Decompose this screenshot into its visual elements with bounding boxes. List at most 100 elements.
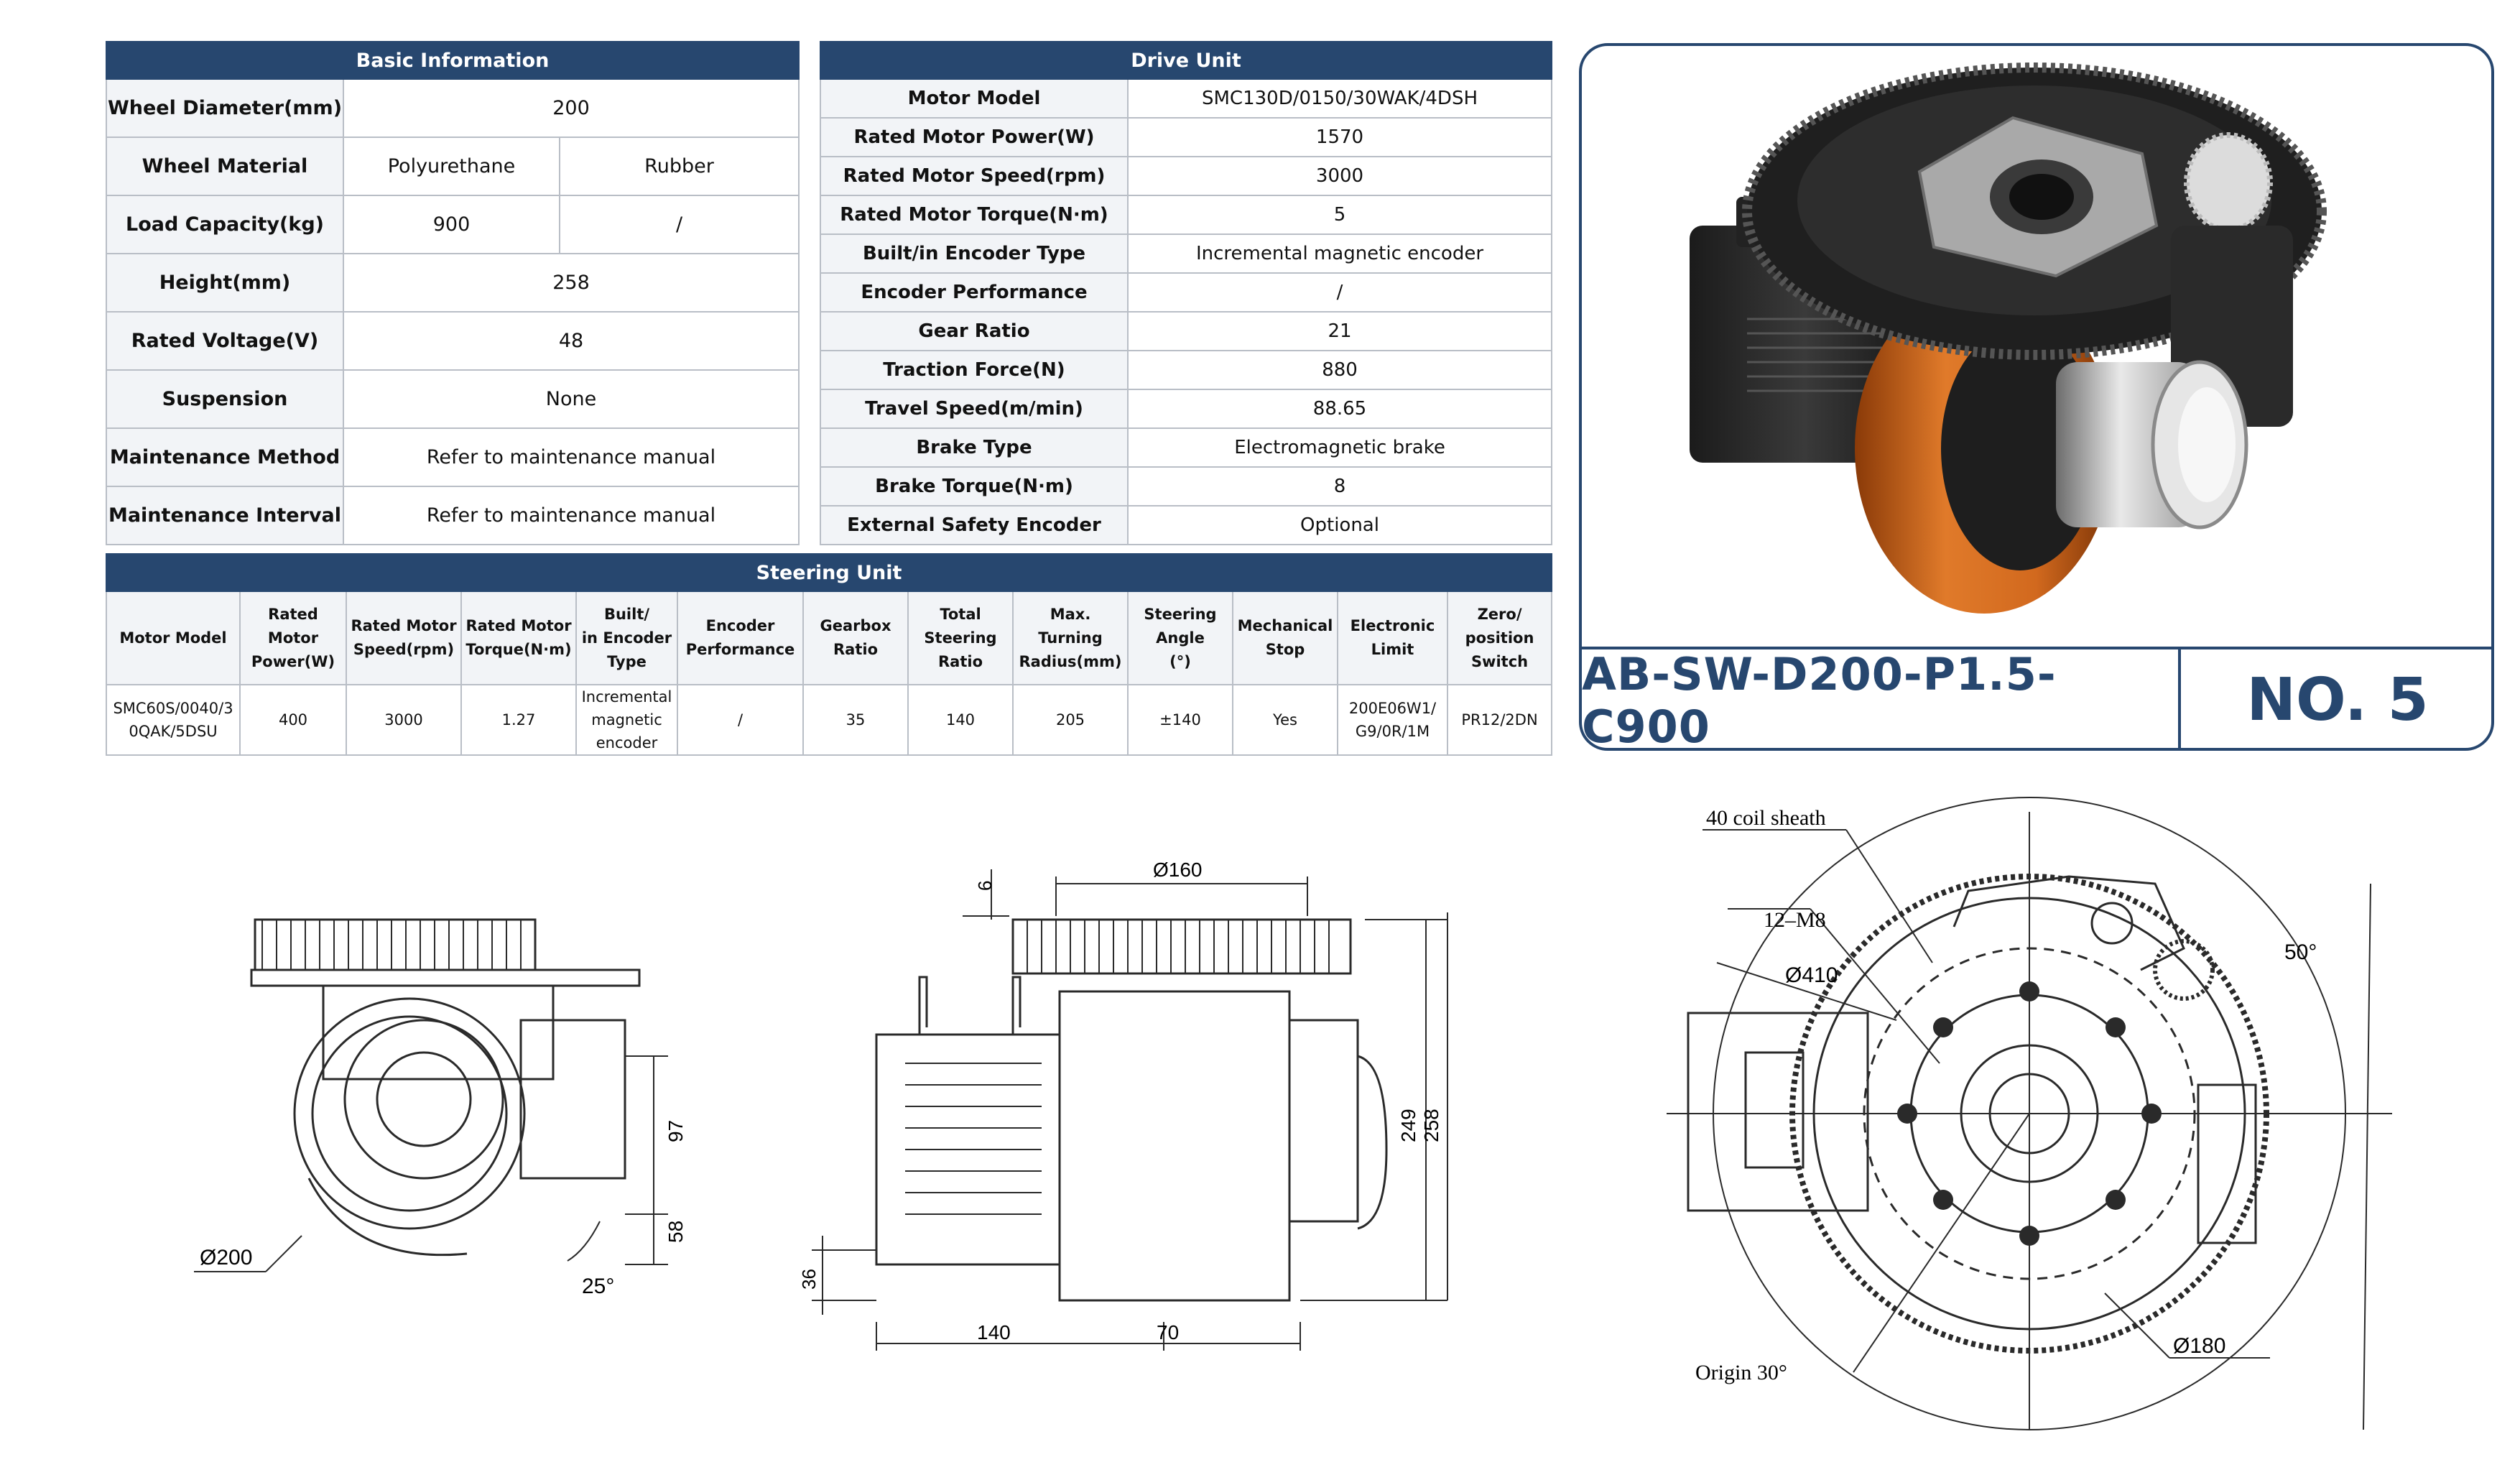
- steering-value-line: SMC60S/0040/3: [113, 700, 233, 717]
- front-view-drawing: Ø200 97 58 25°: [194, 918, 687, 1298]
- basic-row: Wheel Diameter(mm)200: [106, 78, 800, 138]
- side-dim-249: 249: [1397, 1109, 1419, 1142]
- steering-header-line: (°): [1169, 652, 1191, 670]
- basic-row-label: Wheel Diameter(mm): [106, 78, 344, 138]
- basic-row-label: Suspension: [106, 369, 344, 429]
- side-wheel-outline: [1058, 990, 1291, 1302]
- steering-header-line: Ratio: [937, 652, 983, 670]
- basic-row-value: 200: [343, 78, 800, 138]
- basic-row: Rated Voltage(V)48: [106, 311, 800, 371]
- steering-value-line: Yes: [1273, 711, 1297, 728]
- front-dim-58: 58: [664, 1221, 687, 1243]
- gear-top-outline: [254, 918, 537, 971]
- steering-header-line: Electronic: [1350, 617, 1435, 634]
- product-model-code: AB-SW-D200-P1.5-C900: [1582, 647, 2057, 751]
- steering-header-line: Speed(rpm): [353, 641, 455, 658]
- basic-row-value: Refer to maintenance manual: [343, 486, 800, 545]
- steering-value-cell: ±140: [1127, 684, 1233, 756]
- drive-row-label: Gear Ratio: [820, 311, 1129, 351]
- drive-row-label: Encoder Performance: [820, 272, 1129, 313]
- basic-row-label: Maintenance Interval: [106, 486, 344, 545]
- steering-motor-outline: [519, 1019, 626, 1180]
- steering-value-line: ±140: [1159, 711, 1201, 728]
- drive-row-label: Rated Motor Torque(N·m): [820, 195, 1129, 235]
- basic-row-value: Polyurethane: [343, 137, 560, 196]
- steering-value-line: magnetic: [591, 711, 662, 728]
- drive-row-value: SMC130D/0150/30WAK/4DSH: [1126, 78, 1553, 119]
- side-dim-36: 36: [798, 1269, 820, 1290]
- drive-row-value: 8: [1126, 466, 1553, 507]
- steering-header-line: Switch: [1470, 652, 1529, 670]
- drive-row-label: Built/in Encoder Type: [820, 233, 1129, 274]
- basic-row-label: Load Capacity(kg): [106, 195, 344, 254]
- steering-header-line: Rated Motor: [465, 617, 572, 634]
- product-card: AB-SW-D200-P1.5-C900 NO. 5: [1579, 43, 2494, 751]
- steering-value-line: G9/0R/1M: [1355, 723, 1430, 740]
- drive-row-value: 3000: [1126, 156, 1553, 196]
- top-bolt-label: 12–M8: [1764, 908, 1826, 932]
- side-dim-70: 70: [1157, 1321, 1179, 1343]
- drive-row-label: External Safety Encoder: [820, 505, 1129, 545]
- basic-row-label: Wheel Material: [106, 137, 344, 196]
- drive-row-value: Incremental magnetic encoder: [1126, 233, 1553, 274]
- drive-row: Encoder Performance/: [820, 272, 1553, 313]
- side-gear-outline: [1011, 918, 1352, 975]
- steering-value-line: PR12/2DN: [1461, 711, 1538, 728]
- steering-value-cell: 35: [802, 684, 909, 756]
- basic-information-title: Basic Information: [106, 41, 800, 80]
- drive-wheel-illustration: [1690, 63, 2327, 614]
- steering-value-cell: Yes: [1232, 684, 1338, 756]
- steering-header-line: Limit: [1371, 641, 1414, 658]
- steering-header-line: Torque(N·m): [465, 641, 572, 658]
- top-dim-410: Ø410: [1785, 963, 1838, 987]
- front-diameter-label: Ø200: [200, 1246, 252, 1269]
- product-number: NO. 5: [2246, 666, 2429, 734]
- drive-row-value: 1570: [1126, 117, 1553, 157]
- steering-value-cell: /: [677, 684, 804, 756]
- basic-row-label: Height(mm): [106, 253, 344, 313]
- steering-header-line: Power(W): [251, 652, 335, 670]
- drive-row-label: Travel Speed(m/min): [820, 389, 1129, 429]
- drive-row: Travel Speed(m/min)88.65: [820, 389, 1553, 429]
- steering-value-line: /: [737, 711, 744, 728]
- basic-row-value: Refer to maintenance manual: [343, 427, 800, 487]
- steering-value-line: encoder: [596, 734, 658, 751]
- steering-value-line: 200E06W1/: [1348, 700, 1437, 717]
- steering-header-line: Gearbox: [820, 617, 891, 634]
- steering-value-cell: 3000: [346, 684, 462, 756]
- wheel-outer-circle: [293, 997, 526, 1230]
- steering-value-cell: 1.27: [460, 684, 577, 756]
- drive-row-label: Rated Motor Speed(rpm): [820, 156, 1129, 196]
- steering-header-line: Max. Turning: [1038, 605, 1103, 647]
- basic-row-value: None: [343, 369, 800, 429]
- steering-value-line: 3000: [384, 711, 423, 728]
- front-angle-label: 25°: [582, 1275, 614, 1298]
- steering-header-cell: Motor Model: [106, 591, 241, 685]
- steering-header-line: Mechanical: [1237, 617, 1333, 634]
- top-dim-180: Ø180: [2173, 1334, 2225, 1358]
- steering-header-line: Total: [940, 605, 981, 623]
- steering-header-line: Built/: [603, 605, 650, 623]
- steering-unit-title: Steering Unit: [105, 553, 1553, 592]
- gearbox-outline: [322, 984, 555, 1081]
- steering-header-line: Type: [607, 652, 647, 670]
- basic-row-label: Rated Voltage(V): [106, 311, 344, 371]
- card-divider: [1582, 647, 2491, 649]
- drive-row-value: Electromagnetic brake: [1126, 427, 1553, 468]
